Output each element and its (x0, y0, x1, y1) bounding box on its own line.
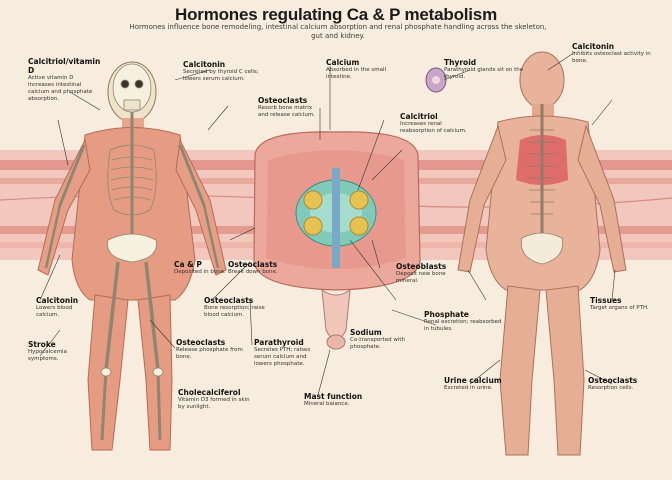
label-heading: Cholecalciferol (178, 388, 241, 397)
label-sodium: Sodium Co-transported with phosphate. (350, 328, 416, 351)
label-heading: Mast function (304, 392, 363, 401)
label-text: Mineral balance. (304, 401, 350, 407)
label-cholecalciferol: Cholecalciferol Vitamin D3 formed in ski… (178, 388, 250, 411)
label-heading: Phosphate (424, 310, 469, 319)
label-osteoclasts-1: Osteoclasts Resorb bone matrix and relea… (258, 96, 320, 119)
label-heading: Thyroid (444, 58, 477, 67)
label-heading: Calcitonin (183, 60, 226, 69)
label-heading: Stroke (28, 340, 56, 349)
label-text: Lowers blood calcium. (36, 305, 73, 318)
label-parathyroid: Parathyroid Secretes PTH; raises serum c… (254, 338, 318, 368)
label-osteoclasts-3: Osteoclasts Release phosphate from bone. (176, 338, 246, 361)
label-osteoblasts: Osteoblasts Deposit new bone mineral. (396, 262, 466, 285)
left-skeleton (44, 63, 220, 441)
label-heading: Calcium (326, 58, 360, 67)
label-heading: Urine calcium (444, 376, 502, 385)
label-osteoclasts-5: Osteoclasts Resorption cells. (588, 376, 664, 392)
label-heading: Ca & P (174, 260, 202, 269)
label-text: Secreted by thyroid C cells; lowers seru… (183, 69, 259, 82)
label-text: Deposited in bone. (174, 269, 226, 275)
label-urine-calcium: Urine calcium Excreted in urine. (444, 376, 510, 392)
label-text: Excreted in urine. (444, 385, 493, 391)
label-heading: Calcitriol (400, 112, 438, 121)
label-text: Bone resorption; raise blood calcium. (204, 305, 265, 318)
label-tissues: Tissues Target organs of PTH. (590, 296, 662, 312)
label-osteoclasts-4: Osteoclasts Break down bone. (228, 260, 284, 276)
label-text: Co-transported with phosphate. (350, 337, 405, 350)
label-heading: Tissues (590, 296, 622, 305)
label-calcitriol-right: Calcitriol Increases renal reabsorption … (400, 112, 472, 135)
label-thyroid: Thyroid Parathyroid glands sit on the th… (444, 58, 524, 81)
leader-lines (39, 51, 616, 396)
label-text: Active vitamin D increases intestinal ca… (28, 75, 93, 102)
label-text: Secretes PTH; raises serum calcium and l… (254, 347, 311, 367)
label-heading: Osteoclasts (176, 338, 226, 347)
label-text: Deposit new bone mineral. (396, 271, 446, 284)
page-title: Hormones regulating Ca & P metabolism (175, 5, 497, 24)
label-calcium-top: Calcium Absorbed in the small intestine. (326, 58, 388, 81)
label-text: Inhibits osteoclast activity in bone. (572, 51, 651, 64)
label-heading: Calcitriol/vitamin D (28, 57, 101, 75)
label-ca-p: Ca & P Deposited in bone. (174, 260, 226, 276)
label-text: Release phosphate from bone. (176, 347, 243, 360)
label-text: Target organs of PTH. (590, 305, 649, 311)
label-stroke: Stroke Hypocalcemia symptoms. (28, 340, 98, 363)
label-heading: Sodium (350, 328, 382, 337)
label-calcitriol-left: Calcitriol/vitamin D Active vitamin D in… (28, 57, 101, 103)
label-phosphate: Phosphate Renal excretion; reabsorbed in… (424, 310, 506, 333)
label-text: Hypocalcemia symptoms. (28, 349, 67, 362)
label-text: Vitamin D3 formed in skin by sunlight. (178, 397, 250, 410)
right-spine (521, 104, 563, 265)
label-mast-function: Mast function Mineral balance. (304, 392, 366, 408)
label-calcitonin-top: Calcitonin Secreted by thyroid C cells; … (183, 60, 263, 83)
label-text: Resorption cells. (588, 385, 634, 391)
label-osteoclasts-2: Osteoclasts Bone resorption; raise blood… (204, 296, 274, 319)
gland-cross-section (253, 131, 421, 350)
label-heading: Calcitonin (572, 42, 615, 51)
label-heading: Osteoclasts (588, 376, 638, 385)
label-text: Parathyroid glands sit on the thyroid. (444, 67, 524, 80)
label-heading: Osteoblasts (396, 262, 447, 271)
label-calcitonin-right: Calcitonin Inhibits osteoclast activity … (572, 42, 662, 65)
label-text: Renal excretion; reabsorbed in tubules. (424, 319, 502, 332)
label-heading: Parathyroid (254, 338, 304, 347)
label-heading: Osteoclasts (228, 260, 278, 269)
pituitary-sketch (425, 67, 447, 93)
label-text: Resorb bone matrix and release calcium. (258, 105, 315, 118)
label-heading: Calcitonin (36, 296, 79, 305)
label-text: Absorbed in the small intestine. (326, 67, 387, 80)
label-calcitonin-left: Calcitonin Lowers blood calcium. (36, 296, 96, 319)
label-text: Break down bone. (228, 269, 278, 275)
label-heading: Osteoclasts (204, 296, 254, 305)
page-subtitle: Hormones influence bone remodeling, inte… (129, 23, 547, 40)
label-text: Increases renal reabsorption of calcium. (400, 121, 467, 134)
label-heading: Osteoclasts (258, 96, 308, 105)
